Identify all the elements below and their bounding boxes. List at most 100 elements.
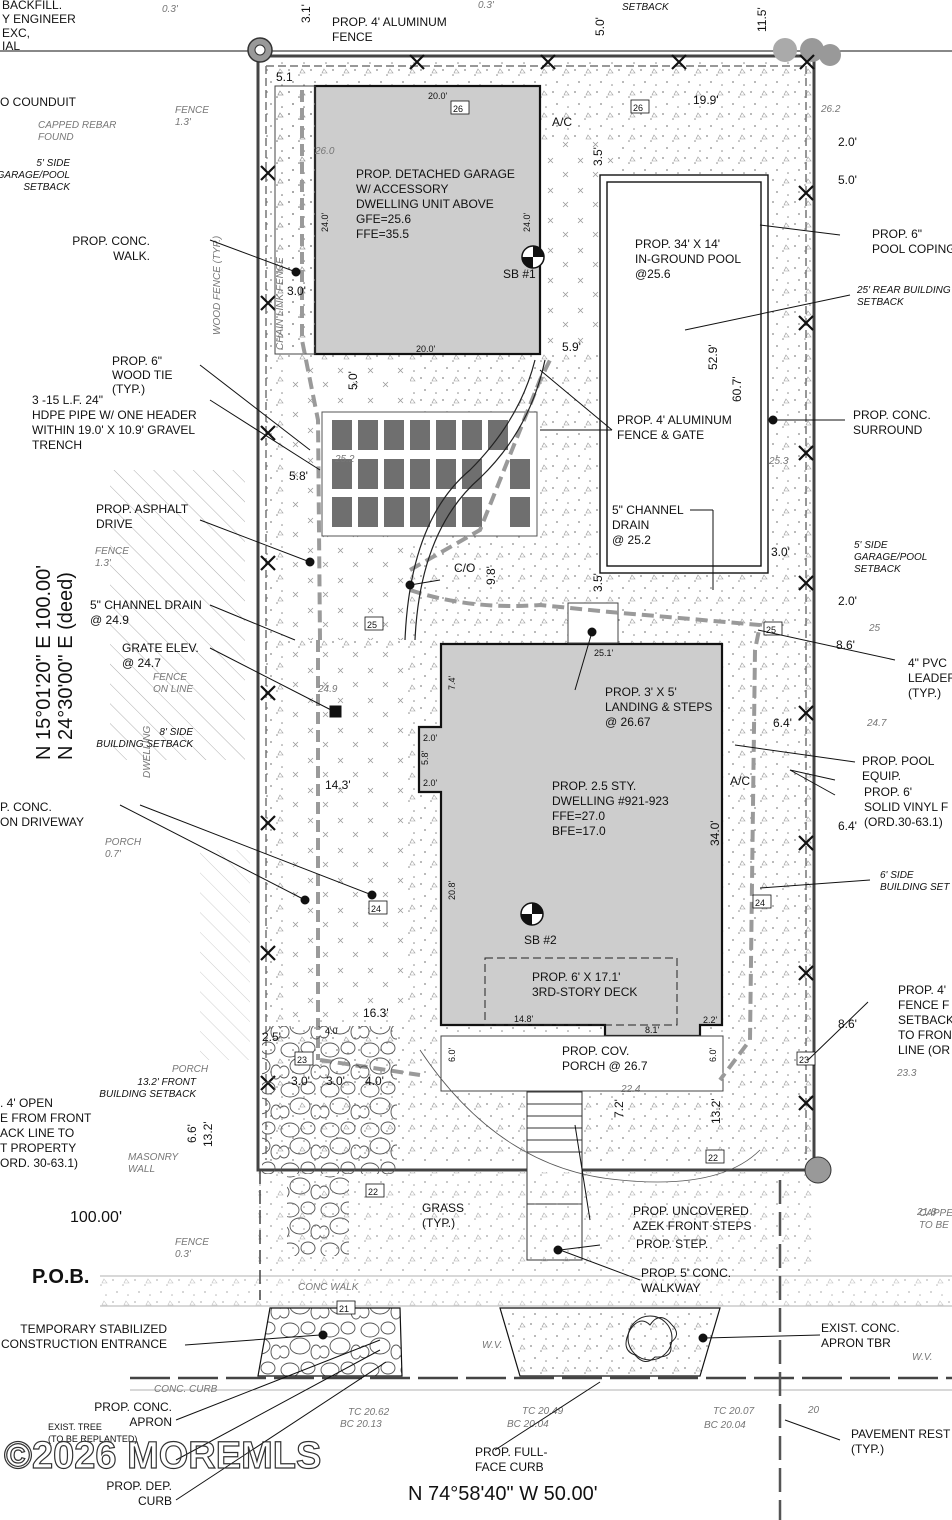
label-fence-03-line-2: 0.3' (175, 1249, 192, 1260)
left-bearing: N 15°01'20" E 100.00' N 24°30'00" E (dee… (33, 565, 77, 760)
dim-d163: 16.3' (363, 1006, 389, 1020)
contour-box-c23b (796, 1051, 816, 1066)
label-bc3: BC 20.04 (704, 1420, 746, 1431)
dim-d22: 2.2' (703, 1015, 718, 1025)
label-front-setback-line-2: BUILDING SETBACK (99, 1089, 197, 1100)
label-fence-13-line-2: 1.3' (175, 117, 192, 128)
label-pvc-leader-line-2: LEADER (908, 671, 952, 685)
label-side-setback-6-line-2: BUILDING SET (880, 882, 950, 893)
label-exist-apron-line-1: EXIST. CONC. (821, 1321, 900, 1335)
dim-d60a: 6.0' (447, 1047, 457, 1062)
label-grass-line-2: (TYP.) (422, 1216, 455, 1230)
label-ex-tree-line-2: (TO BE REPLANTED) (48, 1434, 137, 1444)
label-side-setback-6-line-1: 6' SIDE (880, 870, 914, 881)
label-conc-driveway-line-1: P. CONC. (0, 800, 52, 814)
label-ac-right: A/C (730, 774, 750, 788)
dim-d72: 7.2' (612, 1099, 626, 1118)
label-capped-right-line-2: TO BE (919, 1220, 949, 1231)
dim-d35a: 3.5' (591, 147, 605, 166)
contour-c24: 24 (371, 904, 381, 914)
label-ac-top: A/C (552, 115, 572, 129)
dim-d30c: 3.0' (291, 1074, 310, 1088)
label-full-face-line-1: PROP. FULL- (475, 1445, 547, 1459)
label-hdpe-line-4: TRENCH (32, 438, 82, 452)
label-chain-fence: CHAIN LINK FENCE (275, 257, 286, 350)
label-vinyl-fence-line-1: PROP. 6' (864, 785, 912, 799)
label-side-setback-5-line-1: 5' SIDE (36, 158, 70, 169)
dim-d30b: 3.0' (771, 545, 790, 559)
label-temp-entrance-line-2: CONSTRUCTION ENTRANCE (1, 1337, 167, 1351)
label-pool-equip-line-1: PROP. POOL (862, 754, 935, 768)
contour-box-c22b (365, 1183, 385, 1198)
dim-d251: 25.1' (594, 648, 614, 658)
hdpe-pipes (332, 420, 530, 527)
label-vinyl-fence-line-3: (ORD.30-63.1) (864, 815, 943, 829)
label-side-setback-5-line-2: GARAGE/POOL (0, 170, 70, 181)
label-bc1: BC 20.13 (340, 1419, 382, 1430)
label-sb2: SB #2 (524, 933, 557, 947)
label-fence-03-line-1: FENCE (175, 1237, 209, 1248)
bearing-bottom-text: N 74°58'40" W 50.00' (408, 1483, 598, 1505)
label-temp-entrance-line-1: TEMPORARY STABILIZED (20, 1322, 167, 1336)
dim-d20a: 2.0' (838, 135, 857, 149)
dim-d50b: 5.0' (346, 371, 360, 390)
label-side-setback-5b-line-3: SETBACK (854, 564, 902, 575)
dim-d60b: 6.0' (708, 1047, 718, 1062)
label-porch-left-line-2: 0.7' (105, 849, 122, 860)
contour-e25: 25 (868, 623, 881, 634)
note-setback-top: SETBACK (622, 2, 670, 13)
dim-d115: 11.5' (755, 7, 769, 32)
label-hdpe-line-2: HDPE PIPE W/ ONE HEADER (32, 408, 197, 422)
label-masonry-line-1: MASONRY (128, 1152, 180, 1163)
label-open-fence-line-4: T PROPERTY (0, 1141, 76, 1155)
leader-lines (119, 224, 896, 1501)
conc-driveway (285, 650, 405, 1020)
contour-c22b: 22 (368, 1187, 378, 1197)
covered-porch (440, 1035, 724, 1092)
label-fence-on-line-line-2: ON LINE (153, 684, 193, 695)
label-side-setback-8-line-1: 8' SIDE (159, 727, 193, 738)
label-conc-walk-street: CONC WALK (298, 1282, 360, 1293)
contour-box-c26b (630, 99, 650, 114)
dim-d529: 52.9' (706, 344, 720, 370)
label-cov-porch-line-2: PORCH @ 26.7 (562, 1059, 648, 1073)
label-pool-line-2: IN-GROUND POOL (635, 252, 741, 266)
label-conc-driveway-line-2: ON DRIVEWAY (0, 815, 84, 829)
watermark: ©2026 MOREMLS (4, 1435, 321, 1477)
label-vinyl-fence-line-2: SOLID VINYL F (864, 800, 948, 814)
contour-c23b: 23 (799, 1055, 809, 1065)
label-walkway-line-1: PROP. 5' CONC. (641, 1266, 731, 1280)
label-azek-line-1: PROP. UNCOVERED (633, 1204, 749, 1218)
label-side-setback-5b-line-1: 5' SIDE (854, 540, 888, 551)
label-open-fence-line-5: ORD. 30-63.1) (0, 1156, 78, 1170)
contour-e233: 23.3 (896, 1068, 917, 1079)
dim-d199: 19.9' (693, 93, 719, 107)
dim-d30d: 3.0' (326, 1074, 345, 1088)
label-tc1: TC 20.62 (348, 1407, 390, 1418)
contour-e224: 22.4 (620, 1084, 641, 1095)
label-capped-rebar-line-2: FOUND (38, 132, 74, 143)
note-backfill: BACKFILL. (2, 0, 62, 12)
dim-d340: 34.0' (708, 820, 722, 846)
label-grate-line-2: @ 24.7 (122, 656, 161, 670)
label-pvc-leader-line-1: 4" PVC (908, 656, 947, 670)
label-masonry-line-2: WALL (128, 1164, 155, 1175)
contour-box-c24 (368, 900, 388, 915)
label-step: PROP. STEP. (636, 1237, 708, 1251)
label-pavement-line-2: (TYP.) (851, 1442, 884, 1456)
dim-d50top: 5.0' (593, 17, 607, 36)
dim-d25: 2.5' (262, 1030, 281, 1044)
label-capped-rebar-line-1: CAPPED REBAR (38, 120, 116, 131)
contour-e252: 25.2 (334, 454, 355, 465)
label-conc-walk-line-1: PROP. CONC. (72, 234, 150, 248)
label-conc-apron-line-1: PROP. CONC. (94, 1400, 172, 1414)
dim-d208: 20.8' (447, 880, 457, 900)
label-dwelling-line-4: BFE=17.0 (552, 824, 606, 838)
pob-label: P.O.B. (32, 1266, 89, 1288)
label-open-fence-line-2: E FROM FRONT (0, 1111, 92, 1125)
dim-d98: 9.8' (484, 566, 498, 585)
label-ex-tree-line-1: EXIST. TREE (48, 1422, 102, 1432)
dim-d35b: 3.5' (591, 573, 605, 592)
